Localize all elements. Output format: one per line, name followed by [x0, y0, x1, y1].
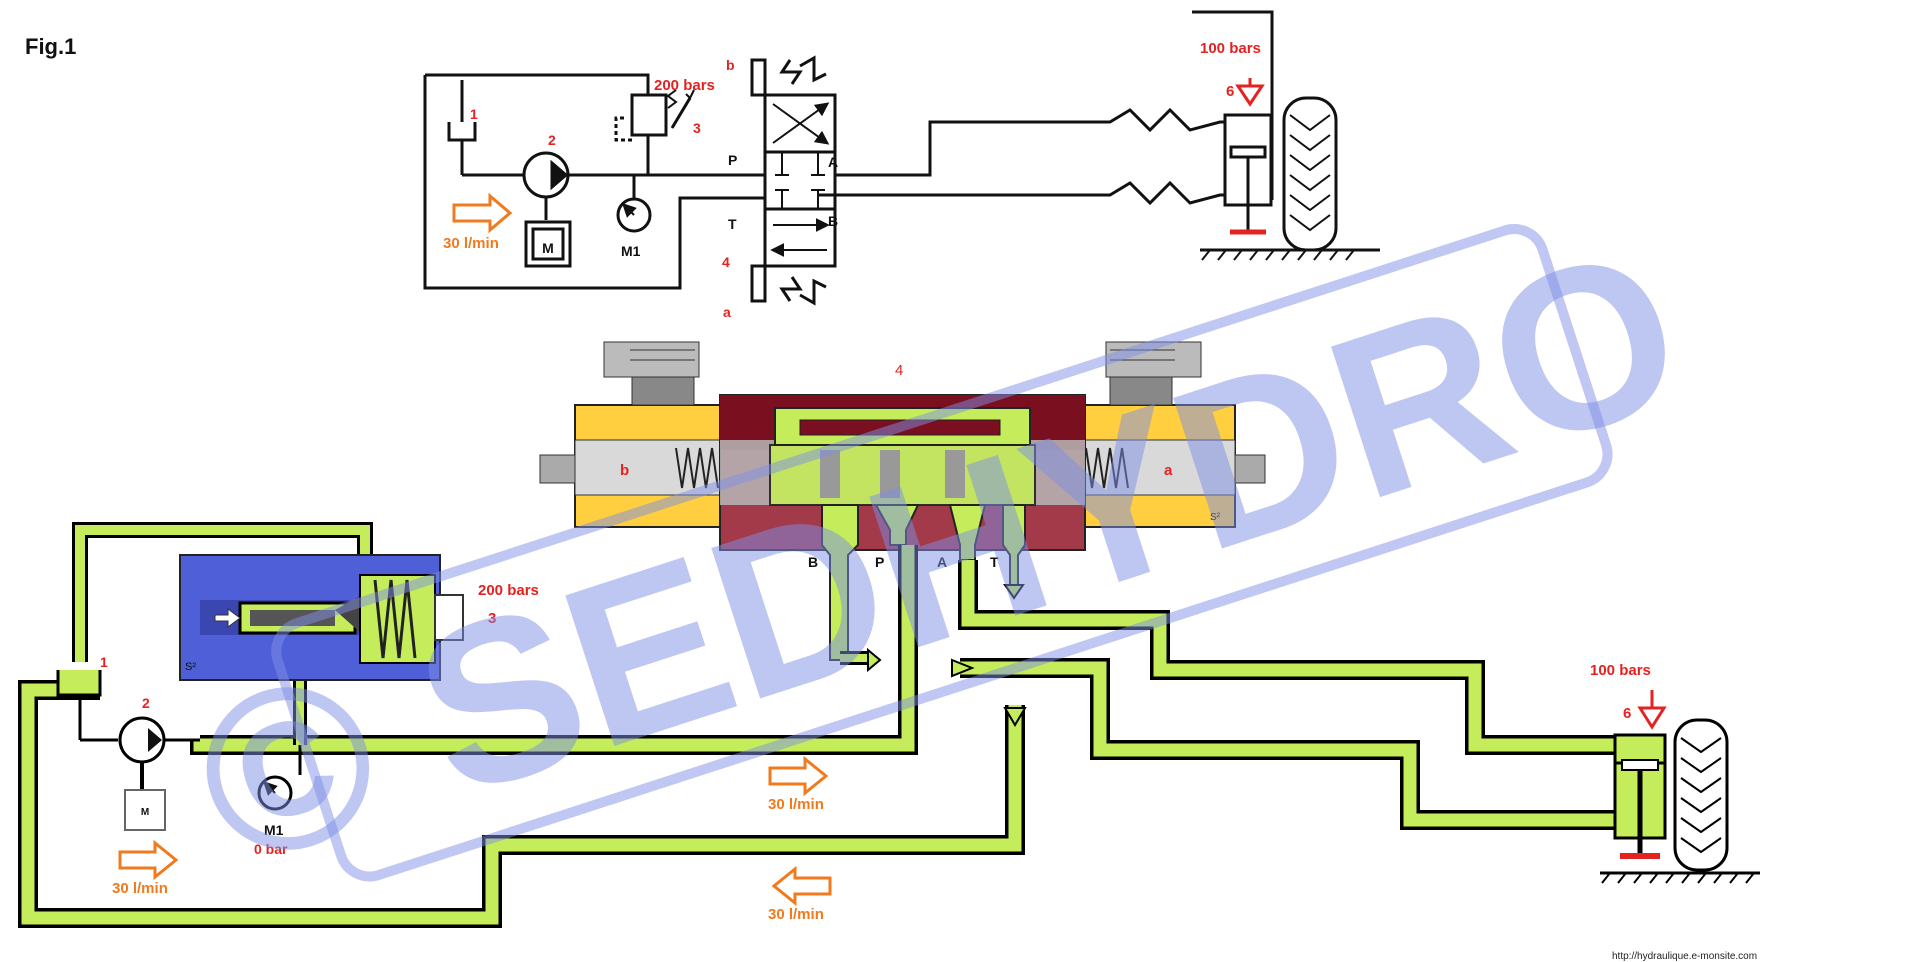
- cylinder-pressure-top: 100 bars: [1200, 40, 1261, 57]
- cylinder-frame: [1192, 10, 1274, 200]
- cylinder-symbol: [1223, 113, 1273, 235]
- figure-title: Fig.1: [25, 34, 76, 59]
- flow-arrow-pump: [118, 839, 179, 881]
- load-arrowhead-top: [1235, 84, 1265, 107]
- cutaway-port-b: B: [808, 554, 818, 570]
- connector-b: [603, 341, 700, 406]
- ground-hatch-top: [1201, 249, 1355, 261]
- flow-arrow-top: [452, 192, 513, 234]
- piping: [18, 522, 1615, 928]
- tank-port-arrow: [1003, 584, 1025, 600]
- cutaway-pump-label: 2: [142, 695, 150, 711]
- spring-a: [1085, 447, 1129, 489]
- gauge-symbol: [616, 197, 652, 233]
- plunger-a: [1234, 454, 1266, 484]
- port-b-label: B: [828, 213, 838, 229]
- schematic-frame-return: [423, 75, 765, 290]
- cutaway-relief-pressure: 200 bars: [478, 582, 539, 599]
- cutaway-gauge-label: M1: [264, 822, 284, 838]
- wheel-top: [1282, 96, 1338, 252]
- relief-pressure: 200 bars: [654, 77, 715, 94]
- port-b-arrow: [867, 647, 882, 673]
- schematic: [423, 10, 1380, 306]
- cutaway-solenoid-a: a: [1164, 462, 1173, 479]
- cutaway-solenoid-b: b: [620, 462, 629, 479]
- cutaway-motor: [124, 789, 166, 831]
- port-a-label: A: [828, 154, 838, 170]
- flow-arrow-pressure: [768, 755, 829, 797]
- schematic-frame-top: [425, 73, 650, 140]
- plunger-b: [539, 454, 576, 484]
- solenoid-b-label: b: [726, 57, 735, 73]
- solenoid-core-b: [574, 439, 721, 496]
- relief-pilot-arrow: [214, 608, 241, 628]
- cylinder-label-top: 6: [1226, 83, 1234, 100]
- cutaway-line-b: [961, 560, 1615, 752]
- relief-valve-symbol: [614, 89, 695, 142]
- pump-symbol: [522, 151, 570, 199]
- spool-land-3: [945, 450, 965, 498]
- cylinder-piston: [1621, 759, 1659, 771]
- valve-label: 4: [722, 254, 730, 270]
- tank-label: 1: [470, 106, 478, 122]
- cutaway-cylinder: [1600, 690, 1760, 884]
- pump-label: 2: [548, 132, 556, 148]
- return-arrow: [1003, 707, 1027, 727]
- relief-s2-mark: S²: [185, 661, 196, 673]
- cutaway-pressure-line: [193, 545, 915, 752]
- relief-spring: [373, 579, 417, 659]
- relief-adjuster: [434, 594, 464, 641]
- tank-symbol: [447, 80, 477, 175]
- spool-land-2: [880, 450, 900, 498]
- flow-label-pump: 30 l/min: [112, 880, 168, 897]
- cutaway-line-a: [960, 661, 1615, 827]
- flow-label-top: 30 l/min: [443, 235, 499, 252]
- directional-valve-symbol: [750, 55, 837, 306]
- cutaway-tank: [56, 670, 102, 697]
- cutaway-cylinder-label: 6: [1623, 705, 1631, 722]
- cutaway-port-a: A: [937, 554, 947, 570]
- flow-arrow-return: [771, 865, 832, 907]
- line-a: [835, 107, 1225, 177]
- gauge-label: M1: [621, 243, 641, 259]
- cutaway-gauge-needle: [263, 781, 278, 796]
- cutaway-pump-unit: [56, 670, 302, 831]
- wheel-tread-bottom: [1680, 737, 1722, 854]
- cutaway-valve: [539, 341, 1266, 661]
- solenoid-a-label: a: [723, 304, 731, 320]
- motor-symbol-label: M: [542, 240, 554, 256]
- cylinder-cap-chamber: [1613, 733, 1667, 765]
- port-t-label: T: [728, 216, 737, 232]
- cutaway-tank-label: 1: [100, 654, 108, 670]
- spring-b: [675, 447, 719, 489]
- cutaway-port-p: P: [875, 554, 884, 570]
- cutaway-cylinder-pressure: 100 bars: [1590, 662, 1651, 679]
- watermark-frame: [271, 224, 1613, 882]
- motor-symbol: [524, 220, 572, 268]
- flow-label-pressure: 30 l/min: [768, 796, 824, 813]
- port-p-label: P: [728, 152, 737, 168]
- return-line: [21, 683, 1022, 925]
- cutaway-valve-label: 4: [895, 362, 903, 379]
- line-a-arrow: [951, 658, 975, 678]
- ground-hatch-bottom: [1601, 872, 1755, 884]
- cutaway-motor-symbol: M: [141, 807, 149, 818]
- cutaway-pump-arrow: [148, 728, 162, 752]
- cutaway-port-t: T: [990, 554, 999, 570]
- cutaway-gauge-value: 0 bar: [254, 841, 288, 857]
- cutaway-relief-label: 3: [488, 610, 496, 627]
- spool-land-1: [820, 450, 840, 498]
- flow-label-return: 30 l/min: [768, 906, 824, 923]
- line-b: [818, 180, 1225, 206]
- load-arrowhead-bottom: [1637, 706, 1667, 730]
- tank-return-line: [75, 525, 370, 662]
- cutaway-s2-mark: S²: [1210, 512, 1221, 523]
- source-url: http://hydraulique.e-monsite.com: [1612, 951, 1757, 962]
- wheel-bottom: [1673, 718, 1729, 872]
- relief-label: 3: [693, 120, 701, 136]
